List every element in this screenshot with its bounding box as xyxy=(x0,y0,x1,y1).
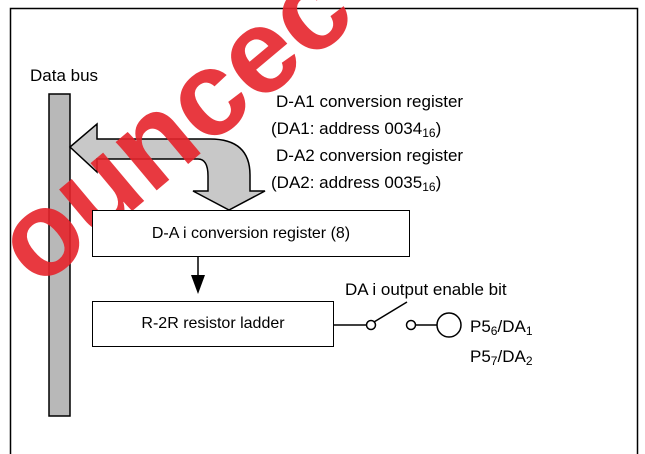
pin1-name: /DA xyxy=(497,317,526,336)
da1-register-address: (DA1: address 003416) xyxy=(271,119,441,143)
pin1-bit: 6 xyxy=(490,324,498,338)
conversion-register-block: D-A i conversion register (8) xyxy=(92,210,410,257)
pin2-bit: 7 xyxy=(490,354,498,368)
da2-address-prefix: (DA2: address 0035 xyxy=(271,173,423,192)
pin2-num: 2 xyxy=(525,354,533,368)
pin-label-da1: P56/DA1 xyxy=(470,317,533,341)
pin1-port: P5 xyxy=(470,317,491,336)
da1-address-prefix: (DA1: address 0034 xyxy=(271,119,423,138)
resistor-ladder-block: R-2R resistor ladder xyxy=(92,301,334,347)
switch-contact-right xyxy=(405,319,417,331)
da1-address-radix: 16 xyxy=(422,126,436,140)
da2-address-radix: 16 xyxy=(422,180,436,194)
pin2-name: /DA xyxy=(497,347,526,366)
da2-register-name: D-A2 conversion register xyxy=(276,146,464,165)
pin-label-da2: P57/DA2 xyxy=(470,347,533,371)
switch-contact-left xyxy=(365,319,377,331)
da2-address-suffix: ) xyxy=(435,173,442,192)
data-bus-bar xyxy=(48,93,71,417)
register-to-ladder-arrowhead xyxy=(191,275,205,294)
bus-transfer-arrow xyxy=(68,122,266,211)
da1-address-suffix: ) xyxy=(435,119,442,138)
pin2-port: P5 xyxy=(470,347,491,366)
diagram-frame xyxy=(9,7,639,454)
da1-register-name: D-A1 conversion register xyxy=(276,92,464,111)
data-bus-label: Data bus xyxy=(30,66,99,85)
pin1-num: 1 xyxy=(525,324,533,338)
output-enable-bit-label: DA i output enable bit xyxy=(345,280,507,299)
output-pin-terminal xyxy=(436,312,462,338)
switch-blade xyxy=(373,301,408,323)
da2-register-address: (DA2: address 003516) xyxy=(271,173,441,197)
